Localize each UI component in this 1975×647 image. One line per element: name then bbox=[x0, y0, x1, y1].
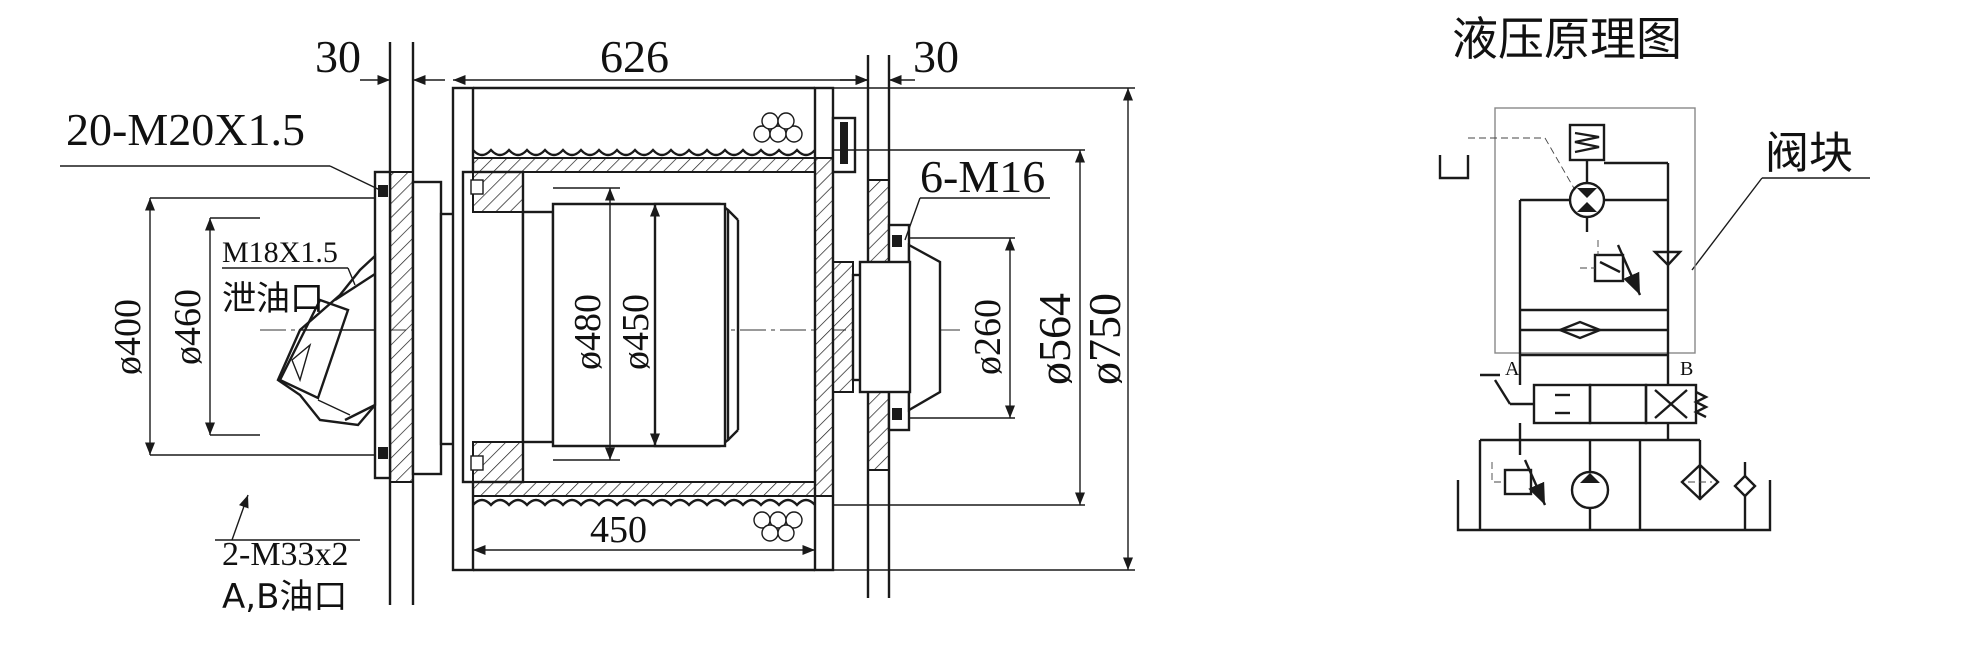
drum-left-flange bbox=[451, 86, 525, 572]
schematic-title: 液压原理图 bbox=[1452, 12, 1682, 66]
dim-d260: ø260 bbox=[967, 299, 1009, 375]
drain-label: 泄油口 bbox=[222, 279, 324, 319]
valve-block-frame bbox=[1494, 107, 1696, 354]
dimension-lines bbox=[60, 74, 1135, 571]
dim-d400: ø400 bbox=[107, 299, 149, 375]
dim-drum-length: 626 bbox=[600, 31, 669, 82]
drain-thread: M18X1.5 bbox=[222, 236, 338, 269]
planetary-reducer bbox=[521, 202, 740, 448]
port-b-label: B bbox=[1680, 358, 1693, 380]
bolt-flange-spec: 20-M20X1.5 bbox=[66, 104, 305, 155]
dim-d750: ø750 bbox=[1079, 293, 1130, 385]
bolt-end-spec: 6-M16 bbox=[920, 151, 1045, 202]
drum-right-flange bbox=[813, 86, 857, 572]
dim-d460: ø460 bbox=[167, 289, 209, 365]
valve-block-label: 阀块 bbox=[1765, 128, 1853, 179]
left-wall bbox=[388, 42, 415, 605]
port-label: A,B油口 bbox=[222, 577, 347, 617]
dim-d450: ø450 bbox=[615, 294, 657, 370]
directional-valve bbox=[1480, 373, 1709, 425]
hydraulic-schematic: 液压原理图 阀块 bbox=[1438, 12, 1870, 532]
dim-d480: ø480 bbox=[567, 294, 609, 370]
dim-drum-inner: 450 bbox=[590, 509, 647, 551]
motor-flange bbox=[373, 170, 465, 480]
hydraulic-motor bbox=[276, 253, 377, 427]
port-a-label: A bbox=[1505, 358, 1520, 380]
dim-right-wall: 30 bbox=[913, 31, 959, 82]
dim-d564: ø564 bbox=[1029, 293, 1080, 385]
port-thread: 2-M33x2 bbox=[222, 536, 349, 573]
motor-symbol bbox=[1568, 123, 1606, 219]
winch-section-view: 30 626 30 20-M20X1.5 6-M16 450 M18X1.5 泄… bbox=[60, 31, 1135, 617]
dim-left-wall: 30 bbox=[315, 31, 361, 82]
end-bearing bbox=[832, 223, 942, 432]
